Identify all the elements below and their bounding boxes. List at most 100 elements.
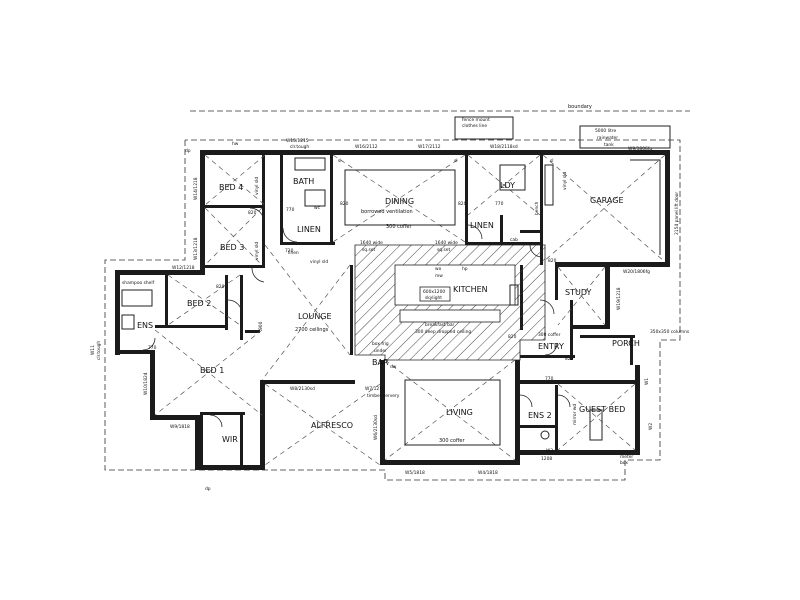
room-entry: ENTRY	[538, 342, 564, 351]
living-coffer-label: 300 coffer	[439, 438, 465, 444]
label-w4: W4/1818	[478, 470, 498, 476]
label-1640-b: 1640 wide	[435, 240, 458, 246]
label-sl-2: sl	[454, 158, 458, 164]
door-swings	[142, 207, 571, 428]
label-w19: W19/1218	[616, 287, 622, 310]
label-wc: wc	[314, 206, 321, 211]
label-meter-1: meter	[620, 454, 633, 460]
label-w14: W14/1218	[193, 177, 199, 200]
label-w1: W1	[644, 378, 650, 385]
tank-label-3: tank	[604, 142, 614, 148]
label-w12: W12/1218	[172, 265, 195, 271]
label-dw: dw	[390, 364, 397, 370]
label-sq-set-b: sq.set	[437, 247, 450, 253]
door-770-d: 770	[495, 201, 504, 207]
label-dropped-ceiling: 300 deep dropped ceiling	[415, 329, 471, 335]
label-w20: W20/1806fg	[623, 269, 650, 275]
clothes-line-box	[454, 116, 514, 140]
label-cab: cab	[510, 237, 518, 243]
room-wir: WIR	[222, 435, 238, 444]
door-770-c: 770	[545, 376, 554, 382]
fixtures	[121, 157, 603, 441]
label-clr-tough: clr.tough	[290, 144, 309, 150]
label-coffer-entry: 300 coffer	[538, 332, 561, 338]
annotations: W15/1215 clr.tough W16/2112 W17/2112 W18…	[90, 138, 690, 492]
label-vinyl-sld-3: vinyl sld	[310, 259, 328, 265]
room-ens: ENS	[137, 321, 153, 330]
label-w15: W15/1215	[286, 138, 309, 144]
roof-outline	[104, 139, 681, 481]
label-w17: W17/2112	[418, 144, 441, 150]
label-w13: W13/1218	[193, 237, 199, 260]
dining-note: borrowed ventilation	[361, 209, 413, 215]
roof-hip-lines	[154, 154, 666, 466]
label-mw: mw	[435, 274, 443, 279]
label-panel-door: 2154 panel lift door	[674, 192, 680, 235]
label-under: under	[374, 348, 387, 354]
label-hw: hw	[232, 141, 239, 147]
garage-door-track	[630, 159, 661, 255]
label-columns: 350x350 columns	[650, 329, 690, 335]
kitchen-bench	[394, 264, 516, 306]
label-box-frig: box frig	[372, 341, 389, 347]
label-wo: wo	[435, 267, 442, 272]
label-dp-1: dp	[185, 148, 191, 154]
label-w8: W8/2130sd	[290, 386, 315, 392]
room-guest-bed: GUEST BED	[579, 405, 625, 414]
room-ens2: ENS 2	[528, 411, 552, 420]
label-w2: W2	[648, 423, 654, 430]
room-bed2: BED 2	[187, 299, 211, 308]
door-820-d: 820	[458, 201, 467, 207]
living-coffer	[404, 379, 501, 446]
room-bed1: BED 1	[200, 366, 224, 375]
label-skylight-2: skylight	[425, 295, 442, 301]
label-w16: W16/2112	[355, 144, 378, 150]
label-w9b: W9/1818	[170, 424, 190, 430]
room-dining: DINING	[385, 197, 414, 206]
room-garage: GARAGE	[590, 196, 624, 205]
door-820-e: 820	[548, 258, 557, 264]
label-skylight-1: 600x1200	[423, 289, 445, 295]
rainwater-tank	[579, 125, 671, 149]
room-alfresco: ALFRESCO	[311, 421, 353, 430]
door-900: 900	[258, 321, 264, 330]
door-720: 720	[285, 248, 294, 254]
label-vinyl-sld-1: vinyl sld	[254, 177, 260, 195]
label-w3: W3	[546, 448, 553, 454]
label-w7: W7/1215	[365, 386, 385, 392]
label-linen-shelf: linen	[288, 250, 299, 256]
label-w9: W9/1806fg	[628, 146, 652, 152]
outer-walls	[115, 150, 670, 470]
label-1640-a: 1640 wide	[360, 240, 383, 246]
label-meter-2: box	[620, 460, 628, 466]
label-w10: W10/1824	[143, 372, 149, 395]
label-clr-tough-v: clr.tough	[96, 341, 102, 360]
tank-label-1: 5000 litre	[595, 128, 616, 134]
room-linen-1: LINEN	[297, 225, 321, 234]
clothes-line-label: clothes line	[462, 123, 487, 129]
room-lounge: LOUNGE	[298, 312, 332, 321]
label-hp: hp	[462, 266, 468, 272]
room-porch: PORCH	[612, 339, 640, 348]
room-living: LIVING	[446, 408, 473, 417]
fence-mount-label: fence mount	[462, 117, 490, 123]
breakfast-bar	[399, 309, 501, 323]
label-breakfast-bar: breakfast bar	[425, 322, 455, 328]
door-820-f: 820	[508, 334, 517, 340]
room-bath: BATH	[293, 177, 314, 186]
door-820-a: 820	[248, 210, 257, 216]
label-vinyl-sld-2: vinyl sld	[254, 242, 260, 260]
room-kitchen: KITCHEN	[453, 285, 488, 294]
door-820-c: 820	[340, 201, 349, 207]
label-w11: W11	[90, 345, 96, 355]
room-bed4: BED 4	[219, 183, 243, 192]
label-dp-2: dp	[205, 486, 211, 492]
label-w18: W18/2118sd	[490, 144, 518, 150]
label-w5: W5/1818	[405, 470, 425, 476]
label-sq-set-a: sq.set	[362, 247, 375, 253]
room-linen-2: LINEN	[470, 221, 494, 230]
door-770-a: 770	[286, 207, 295, 213]
label-bench: bench	[534, 201, 540, 215]
label-mirror-wd: mirror wd	[572, 404, 578, 425]
